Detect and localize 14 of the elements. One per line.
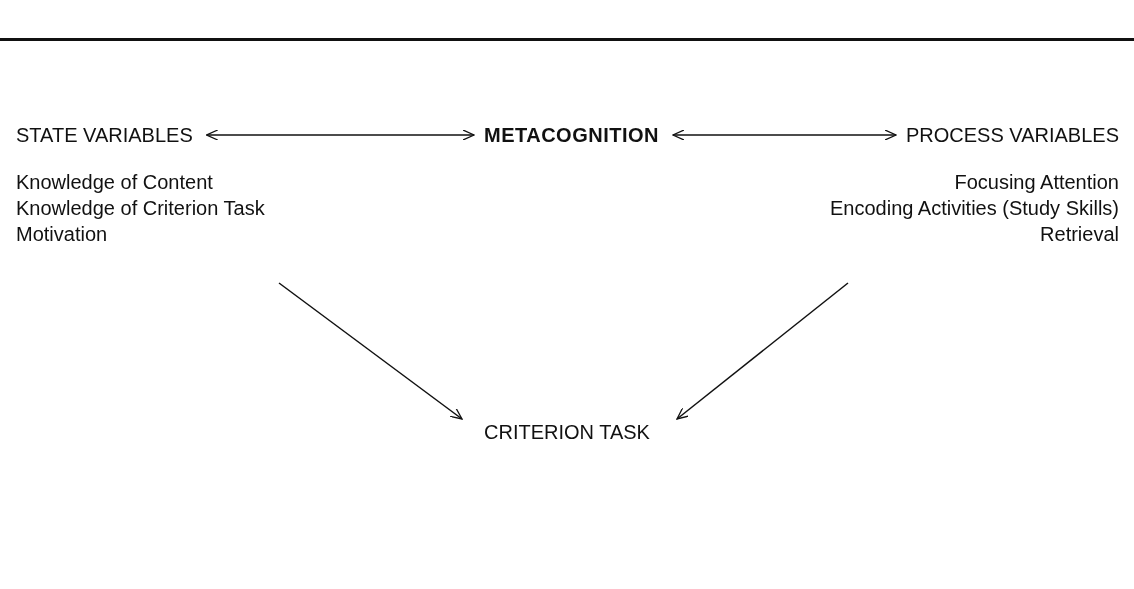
list-item-text: Motivation <box>16 222 109 247</box>
heading-text: CRITERION TASK <box>483 420 651 445</box>
list-item-text: Retrieval <box>1039 222 1119 247</box>
list-item-text: Knowledge of Content <box>16 170 214 195</box>
arrow <box>672 129 897 141</box>
list-item-text: Focusing Attention <box>953 170 1119 195</box>
arrow <box>278 282 463 420</box>
arrow <box>205 129 475 141</box>
heading-text: PROCESS VARIABLES <box>905 123 1119 148</box>
list-item-text: Encoding Activities (Study Skills) <box>830 196 1119 221</box>
arrow <box>676 282 849 420</box>
heading-text: STATE VARIABLES <box>16 123 193 148</box>
list-item-text: Knowledge of Criterion Task <box>16 196 265 221</box>
heading-text: METACOGNITION <box>484 123 659 148</box>
